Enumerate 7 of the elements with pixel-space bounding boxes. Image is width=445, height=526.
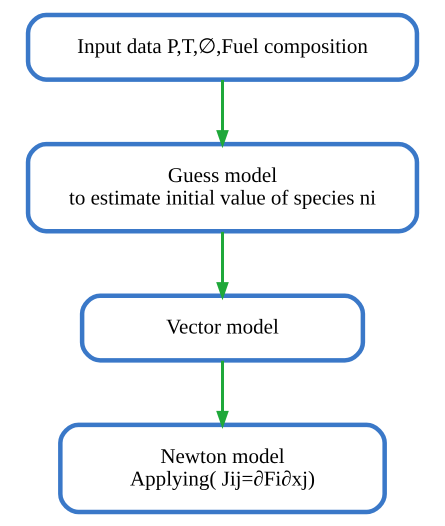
node-box: Vector model	[80, 293, 366, 362]
arrow	[216, 231, 229, 300]
node-box: Newton model Applying( Jij=∂Fi∂xj)	[58, 422, 387, 514]
arrow	[216, 79, 229, 148]
node-box: Guess model to estimate initial value of species ni	[26, 141, 420, 233]
node-box: Input data P,T,∅,Fuel composition	[26, 12, 420, 82]
arrow	[216, 360, 229, 428]
